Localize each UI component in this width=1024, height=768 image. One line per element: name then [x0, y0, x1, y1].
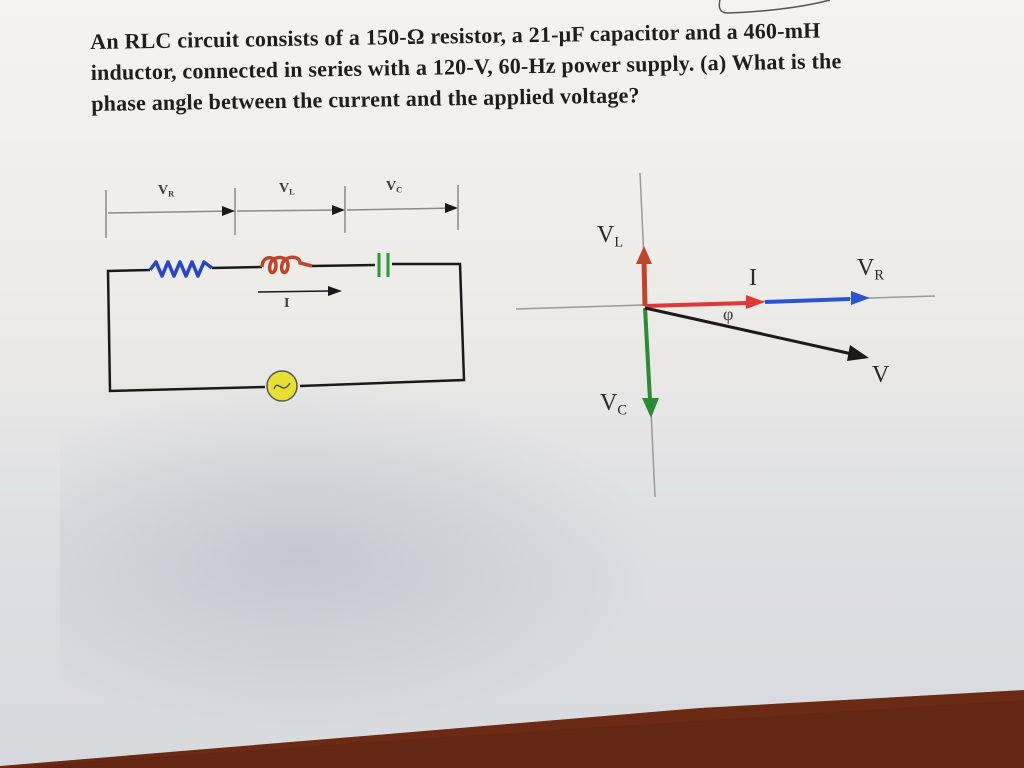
- vr-arrowhead: [851, 291, 870, 305]
- measurement-arrowheads: [222, 203, 458, 216]
- label-vl-circuit: VL: [279, 181, 295, 197]
- vl-arrowhead: [636, 246, 652, 264]
- label-vc-circuit: VC: [386, 179, 403, 195]
- label-vc-phasor: VC: [600, 390, 627, 419]
- hand-shadow: [60, 380, 660, 730]
- resistor-symbol: [148, 260, 214, 278]
- label-vr-circuit: VR: [158, 183, 175, 199]
- label-vr-phasor: VR: [857, 255, 884, 284]
- inductor-symbol: [260, 255, 313, 275]
- label-v-phasor: V: [872, 362, 890, 388]
- ac-source-symbol: [266, 370, 298, 402]
- phasor-axes: [515, 172, 936, 498]
- v-arrowhead: [847, 345, 869, 361]
- label-phi: φ: [723, 304, 734, 324]
- i-arrowhead: [746, 295, 765, 309]
- capacitor-symbol: [377, 253, 390, 277]
- circuit-wires: [106, 262, 466, 393]
- label-current-circuit: I: [284, 296, 290, 311]
- label-vl-phasor: VL: [597, 222, 624, 251]
- current-arrowhead: [328, 286, 342, 296]
- vc-arrowhead: [642, 398, 659, 418]
- question-text: An RLC circuit consists of a 150-Ω resis…: [90, 12, 981, 119]
- label-i-phasor: I: [749, 265, 757, 291]
